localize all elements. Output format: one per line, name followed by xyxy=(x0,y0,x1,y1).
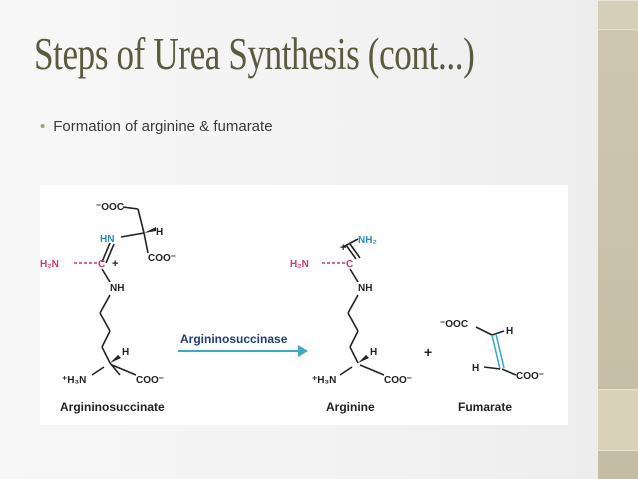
reaction-arrow: Argininosuccinase xyxy=(178,332,308,357)
strip-segment xyxy=(598,0,638,29)
h2n-label: H₂N xyxy=(40,259,59,270)
compound-name-fumarate: Fumarate xyxy=(458,400,512,414)
plus-charge-label: + xyxy=(340,242,346,254)
bullet-dot-icon: • xyxy=(40,118,46,135)
carboxylate-label: COO⁻ xyxy=(136,375,164,386)
arginine-structure: NH₂ + H₂N C NH H ⁺H₃N COO⁻ Arginine xyxy=(290,235,412,414)
carbon-label: C xyxy=(346,259,353,270)
ammonium-label: ⁺H₃N xyxy=(312,375,336,386)
fumarate-structure: ⁻OOC H H COO⁻ Fumarate xyxy=(440,319,544,414)
plus-charge-label: + xyxy=(112,258,118,270)
hydrogen-label: H xyxy=(156,227,163,238)
h2n-label: H₂N xyxy=(290,259,309,270)
hydrogen-label: H xyxy=(506,326,513,337)
carboxylate-label: COO⁻ xyxy=(148,253,176,264)
plus-sign: + xyxy=(424,344,432,360)
carboxylate-label: ⁻OOC xyxy=(440,319,468,330)
carbon-label: C xyxy=(98,259,105,270)
compound-name-argininosuccinate: Argininosuccinate xyxy=(60,400,165,414)
hydrogen-label: H xyxy=(370,347,377,358)
carboxylate-label: ⁻OOC xyxy=(96,202,124,213)
nh-label: NH xyxy=(110,283,124,294)
compound-name-arginine: Arginine xyxy=(326,400,375,414)
argininosuccinate-structure: ⁻OOC HN H H₂N C + COO⁻ NH H ⁺H₃N COO⁻ Ar… xyxy=(40,202,176,414)
reaction-diagram: ⁻OOC HN H H₂N C + COO⁻ NH H ⁺H₃N COO⁻ Ar… xyxy=(40,185,568,425)
nh2-label: NH₂ xyxy=(358,235,377,246)
bullet-item: • Formation of arginine & fumarate xyxy=(40,118,273,135)
strip-segment xyxy=(598,389,638,451)
enzyme-label: Argininosuccinase xyxy=(180,332,288,346)
decorative-side-strip xyxy=(598,0,638,479)
ammonium-label: ⁺H₃N xyxy=(62,375,86,386)
hn-label: HN xyxy=(100,234,114,245)
hydrogen-label: H xyxy=(122,347,129,358)
carboxylate-label: COO⁻ xyxy=(516,371,544,382)
carboxylate-label: COO⁻ xyxy=(384,375,412,386)
reaction-svg: ⁻OOC HN H H₂N C + COO⁻ NH H ⁺H₃N COO⁻ Ar… xyxy=(40,202,544,414)
nh-label: NH xyxy=(358,283,372,294)
arrow-head-icon xyxy=(298,345,308,357)
strip-segment xyxy=(598,29,638,390)
hydrogen-label: H xyxy=(472,363,479,374)
bullet-text: Formation of arginine & fumarate xyxy=(53,118,273,135)
slide-title: Steps of Urea Synthesis (cont...) xyxy=(34,29,475,79)
